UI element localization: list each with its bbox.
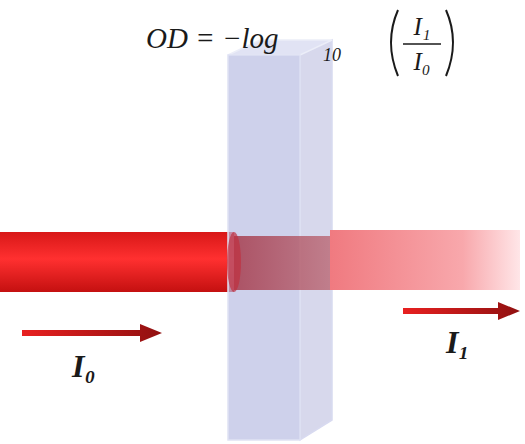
parenthesis <box>446 10 453 76</box>
transmitted-beam <box>330 230 520 290</box>
transmitted-arrow <box>403 302 520 320</box>
intensity-label: I₁ <box>446 326 470 358</box>
incident-beam <box>0 232 234 292</box>
incident-arrow <box>22 324 162 342</box>
absorbed-beam <box>234 236 330 290</box>
formula-text: OD = −log <box>146 24 279 53</box>
beam-entry <box>227 232 241 292</box>
formula-subscript: 10 <box>323 46 341 64</box>
formula-numerator: I₁ <box>413 14 430 39</box>
fraction-bar <box>403 43 441 45</box>
intensity-label: I₀ <box>72 350 96 382</box>
formula-denominator: I₀ <box>413 49 430 74</box>
parenthesis <box>391 10 398 76</box>
